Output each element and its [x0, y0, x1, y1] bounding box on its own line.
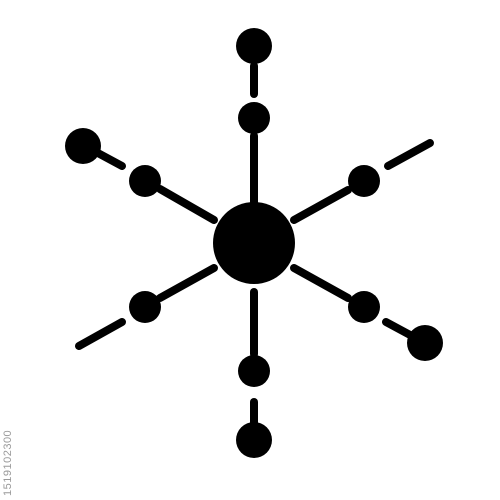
node-top-outer [236, 28, 272, 64]
center-node [213, 202, 295, 284]
arm-lower-right-outer-line [382, 318, 416, 340]
arm-upper-right-inner-line [290, 186, 352, 224]
watermark: 1519102300 [2, 300, 18, 500]
arm-lower-left-outer-line [75, 318, 126, 350]
watermark-id-text: 1519102300 [2, 429, 14, 496]
connector-lines [75, 62, 434, 432]
arm-upper-left-outer-line [92, 148, 126, 170]
arm-lower-right-inner-line [290, 264, 352, 302]
nodes [65, 28, 443, 458]
arm-lower-left-inner-line [156, 264, 218, 302]
node-lower-right-outer [407, 325, 443, 361]
node-upper-right-inner [348, 165, 380, 197]
arm-upper-right-outer-line [384, 139, 434, 170]
node-bottom-inner [238, 355, 270, 387]
node-lower-right-inner [348, 291, 380, 323]
node-upper-left-inner [129, 165, 161, 197]
node-upper-left-outer [65, 128, 101, 164]
arm-upper-left-inner-line [156, 185, 218, 224]
node-lower-left-inner [129, 291, 161, 323]
node-top-inner [238, 102, 270, 134]
node-bottom-outer [236, 422, 272, 458]
